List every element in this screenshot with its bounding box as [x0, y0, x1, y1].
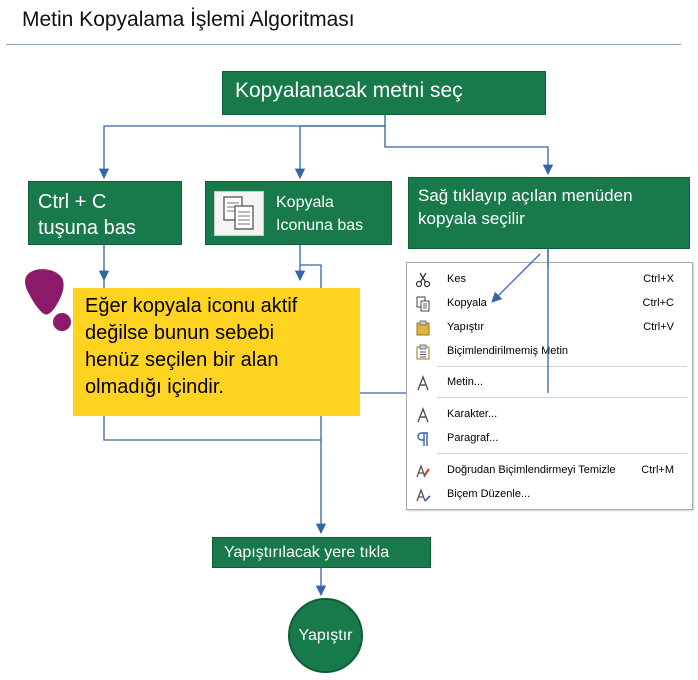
menu-separator	[437, 397, 687, 398]
menu-separator	[437, 453, 687, 454]
menu-item-shortcut: Ctrl+V	[643, 321, 674, 333]
menu-item-label: Metin...	[447, 376, 484, 388]
connector-icon-merge	[300, 264, 327, 535]
menu-item-label: Biçimlendirilmemiş Metin	[447, 345, 569, 357]
menu-item-label: Kopyala	[447, 297, 487, 309]
title-divider	[6, 44, 681, 45]
copy-icon-box: Kopyala Iconuna bas	[205, 181, 392, 245]
ctrl-c-box-line2: tuşuna bas	[38, 217, 136, 239]
style-edit-icon	[415, 487, 431, 503]
menu-separator	[437, 366, 687, 367]
menu-item-shortcut: Ctrl+M	[641, 464, 674, 476]
menu-item-shortcut: Ctrl+C	[642, 297, 674, 309]
menu-item-text[interactable]: Metin...	[407, 373, 692, 393]
menu-item-clear-formatting[interactable]: Doğrudan Biçimlendirmeyi Temizle Ctrl+M	[407, 461, 692, 481]
menu-item-label: Kes	[447, 273, 466, 285]
menu-item-cut[interactable]: Kes Ctrl+X	[407, 270, 692, 290]
menu-item-edit-style[interactable]: Biçem Düzenle...	[407, 485, 692, 505]
page-title: Metin Kopyalama İşlemi Algoritması	[22, 8, 355, 31]
right-click-box-line1: Sağ tıklayıp açılan menüden	[418, 186, 633, 205]
note-line3: henüz seçilen bir alan	[85, 349, 279, 371]
paragraph-icon	[415, 431, 431, 447]
connector-select-ctrlc	[98, 115, 386, 180]
font-a-icon	[415, 407, 431, 423]
exclamation-icon	[25, 269, 71, 331]
menu-item-label: Karakter...	[447, 408, 498, 420]
note-line1: Eğer kopyala iconu aktif	[85, 295, 298, 317]
ctrl-c-box: Ctrl + C tuşuna bas	[28, 181, 182, 245]
note-line2: değilse bunun sebebi	[85, 322, 275, 344]
clipboard-text-icon	[415, 344, 431, 360]
note-box: Eğer kopyala iconu aktif değilse bunun s…	[73, 288, 360, 416]
context-menu: Kes Ctrl+X Kopyala Ctrl+C Yapıştır Ctrl+…	[406, 262, 693, 510]
copy-icon-box-line2: Iconuna bas	[276, 217, 364, 234]
menu-item-label: Paragraf...	[447, 432, 499, 444]
copy-icon	[415, 296, 431, 312]
copy-icon	[214, 191, 264, 236]
menu-item-label: Doğrudan Biçimlendirmeyi Temizle	[447, 464, 616, 476]
font-a-icon	[415, 375, 431, 391]
menu-item-character[interactable]: Karakter...	[407, 405, 692, 425]
note-line4: olmadığı içindir.	[85, 376, 224, 398]
menu-item-paste-unformatted[interactable]: Biçimlendirilmemiş Metin	[407, 342, 692, 362]
menu-item-paragraph[interactable]: Paragraf...	[407, 429, 692, 449]
paste-target-box: Yapıştırılacak yere tıkla	[212, 537, 431, 568]
clear-format-icon	[415, 463, 431, 479]
menu-item-shortcut: Ctrl+X	[643, 273, 674, 285]
connector-select-rightclick	[384, 126, 554, 176]
menu-item-copy[interactable]: Kopyala Ctrl+C	[407, 294, 692, 314]
right-click-box: Sağ tıklayıp açılan menüden kopyala seçi…	[408, 177, 690, 249]
ctrl-c-box-line1: Ctrl + C	[38, 191, 107, 213]
menu-item-label: Biçem Düzenle...	[447, 488, 531, 500]
copy-icon-box-line1: Kopyala	[276, 194, 334, 211]
menu-item-paste[interactable]: Yapıştır Ctrl+V	[407, 318, 692, 338]
paste-end-node: Yapıştır	[288, 598, 363, 673]
connector-select-icon	[294, 125, 385, 180]
scissors-icon	[415, 272, 431, 288]
right-click-box-line2: kopyala seçilir	[418, 209, 525, 228]
clipboard-icon	[415, 320, 431, 336]
select-text-box: Kopyalanacak metni seç	[222, 71, 546, 115]
menu-item-label: Yapıştır	[447, 321, 485, 333]
